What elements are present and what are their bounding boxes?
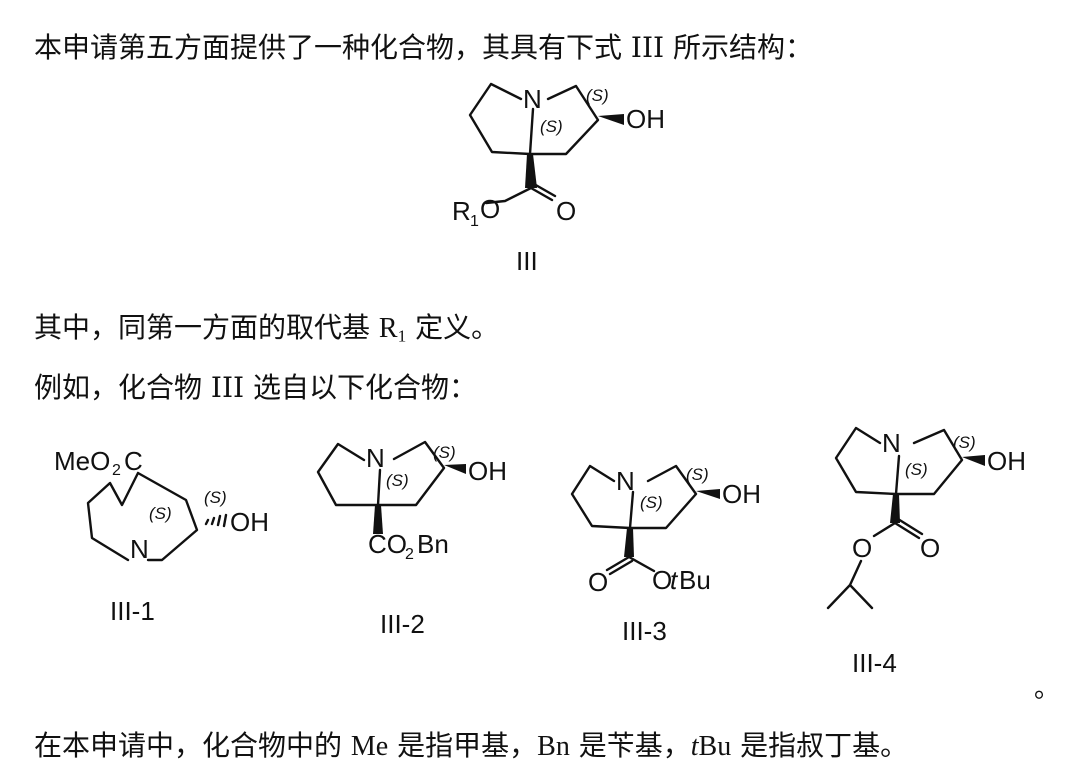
stereo-label-center: (S) <box>540 117 563 136</box>
atom-o-carbonyl: O <box>588 567 608 597</box>
paragraph-abbreviations: 在本申请中，化合物中的 Me 是指甲基，Bn 是苄基，tBu 是指叔丁基。 <box>34 728 908 765</box>
wedge-bond-oh <box>598 114 624 125</box>
atom-o-ester: O <box>652 565 672 595</box>
structure-label: III-2 <box>380 609 425 639</box>
atom-o-ester: O <box>480 194 500 224</box>
stereo-label-center: (S) <box>640 493 663 512</box>
structure-III: N (S) (S) OH R 1 O O III <box>452 82 665 276</box>
wedge-bond-oh <box>962 455 985 466</box>
atom-n: N <box>130 534 149 564</box>
abbr-me: Me <box>350 731 389 762</box>
ester-subscript: 2 <box>112 462 121 479</box>
atom-n: N <box>616 466 635 496</box>
wedge-bond-ester <box>525 154 537 188</box>
abbr-bn: Bn <box>537 731 570 762</box>
abbr-text-c: 是苄基， <box>569 729 691 762</box>
ester-subscript: 2 <box>405 546 414 563</box>
atom-oh: OH <box>987 446 1026 476</box>
atom-o-carbonyl: O <box>556 196 576 226</box>
stereo-label-top: (S) <box>204 488 227 507</box>
abbr-text-a: 在本申请中，化合物中的 <box>34 729 351 762</box>
paragraph-intro: 本申请第五方面提供了一种化合物，其具有下式 III 所示结构： <box>34 30 813 66</box>
ester-co: CO <box>368 529 407 559</box>
atom-oh: OH <box>626 104 665 134</box>
structure-III-4: N (S) (S) OH O O III-4 <box>826 426 1026 678</box>
paragraph-examples: 例如，化合物 III 选自以下化合物： <box>34 370 477 406</box>
ester-meo: MeO <box>54 446 110 476</box>
structure-label: III-3 <box>622 616 667 646</box>
structure-III-3: N (S) (S) OH O O t Bu III-3 <box>570 464 761 646</box>
abbr-text-b: 是指甲基， <box>388 729 538 762</box>
abbr-t: t <box>690 731 699 762</box>
tbu-t: t <box>670 565 679 595</box>
tbu-bu: Bu <box>679 565 711 595</box>
examples-text: 例如，化合物 III 选自以下化合物： <box>34 371 477 404</box>
atom-n: N <box>366 443 385 473</box>
structure-label: III <box>516 246 538 276</box>
r1-subscript: 1 <box>397 326 407 346</box>
wedge-bond-oh <box>696 489 720 499</box>
list-end-mark: 。 <box>1034 674 1061 704</box>
stereo-label-top: (S) <box>586 86 609 105</box>
structure-III-2: N (S) (S) OH CO 2 Bn III-2 <box>316 440 507 639</box>
r1-text-after: 定义。 <box>406 311 500 344</box>
stereo-label-center: (S) <box>386 471 409 490</box>
structure-label: III-4 <box>852 648 897 678</box>
atom-n: N <box>523 84 542 114</box>
atom-o-carbonyl: O <box>920 533 940 563</box>
stereo-label-center: (S) <box>149 504 172 523</box>
atom-oh: OH <box>468 456 507 486</box>
atom-r-subscript: 1 <box>470 213 479 230</box>
atom-n: N <box>882 428 901 458</box>
intro-text: 本申请第五方面提供了一种化合物，其具有下式 III 所示结构： <box>34 31 813 64</box>
stereo-label-top: (S) <box>686 465 709 484</box>
abbr-text-d: 是指叔丁基。 <box>731 729 909 762</box>
atom-oh: OH <box>230 507 269 537</box>
atom-o-ester: O <box>852 533 872 563</box>
wedge-bond-ester <box>624 528 634 557</box>
ester-c: C <box>124 446 143 476</box>
r1-text-before: 其中，同第一方面的取代基 <box>34 311 379 344</box>
wedge-bond-ester <box>890 494 900 523</box>
atom-r: R <box>452 196 471 226</box>
paragraph-r1-definition: 其中，同第一方面的取代基 R1 定义。 <box>34 310 499 347</box>
stereo-label-top: (S) <box>433 443 456 462</box>
wedge-bond-oh <box>444 464 466 474</box>
stereo-label-center: (S) <box>905 460 928 479</box>
abbr-bu: Bu <box>698 731 732 762</box>
hash-bond-oh <box>204 513 228 528</box>
structure-label: III-1 <box>110 596 155 626</box>
structure-III-1: MeO 2 C (S) (S) OH N III-1 <box>54 446 269 626</box>
wedge-bond-ester <box>373 505 383 534</box>
atom-oh: OH <box>722 479 761 509</box>
stereo-label-top: (S) <box>953 433 976 452</box>
r1-symbol: R <box>378 313 398 344</box>
ester-bn: Bn <box>417 529 449 559</box>
